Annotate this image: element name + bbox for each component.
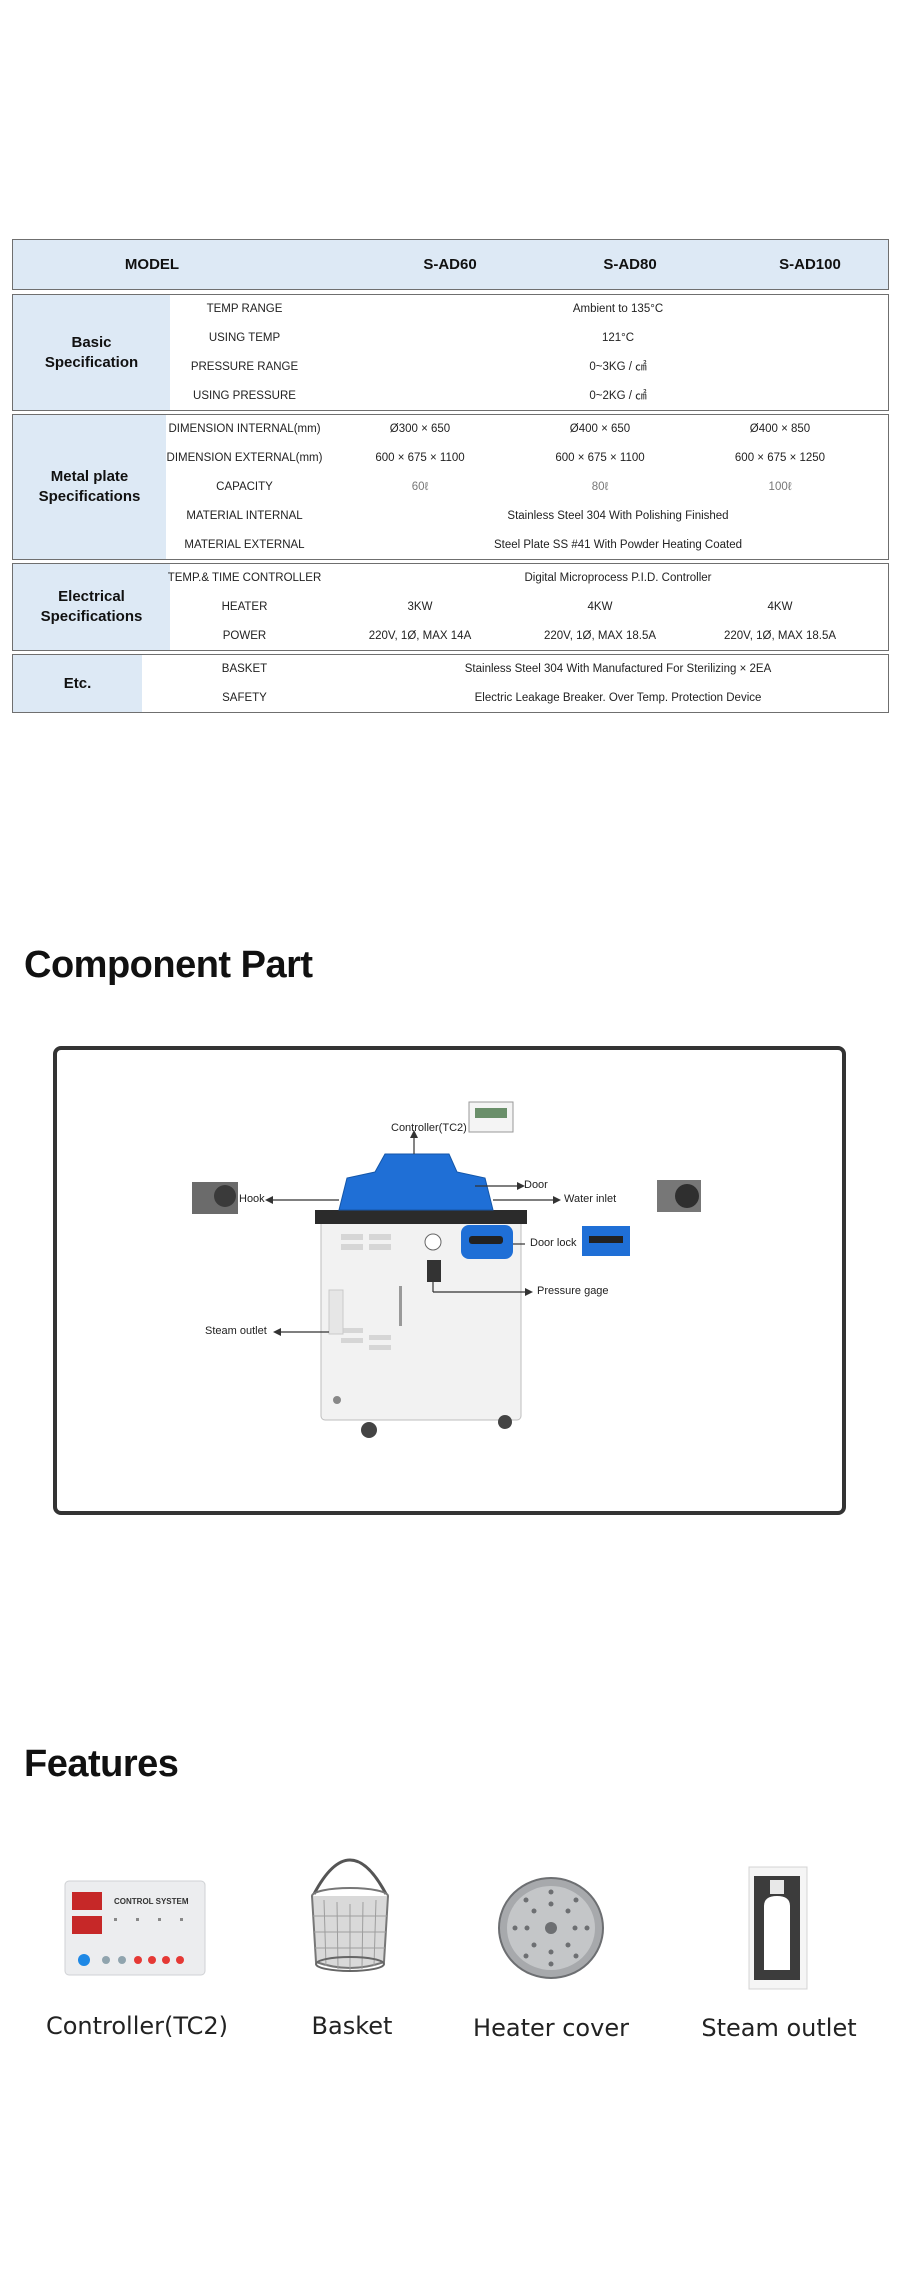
spec-row-value: 0~2KG / ㎠ xyxy=(589,390,647,402)
spec-row-value: Digital Microprocess P.I.D. Controller xyxy=(524,572,712,584)
spec-row-value: Ambient to 135°C xyxy=(572,303,664,315)
model-s-ad60: S-AD60 xyxy=(423,256,477,273)
spec-row-label: USING TEMP xyxy=(208,332,281,344)
spec-row-label: POWER xyxy=(222,630,267,642)
model-s-ad100: S-AD100 xyxy=(779,256,841,273)
spec-row: DIMENSION EXTERNAL(mm) 600 × 675 × 1100 … xyxy=(142,444,888,473)
feature-label-basket: Basket xyxy=(311,2012,393,2040)
spec-value-s-ad60: Ø300 × 650 xyxy=(389,423,451,435)
feature-label-heater-cover: Heater cover xyxy=(473,2014,629,2042)
spec-category: Etc. xyxy=(13,655,142,712)
spec-value-s-ad80: Ø400 × 650 xyxy=(569,423,631,435)
spec-row-value: 0~3KG / ㎠ xyxy=(589,361,647,373)
spec-value-s-ad100: 100ℓ xyxy=(768,481,792,493)
spec-table-header: MODEL S-AD60 S-AD80 S-AD100 xyxy=(12,239,889,290)
autoclave-illustration xyxy=(192,1101,701,1438)
component-part-heading: Component Part xyxy=(24,944,313,986)
callout-steam-outlet: Steam outlet xyxy=(205,1325,267,1337)
callout-door-lock: Door lock xyxy=(530,1237,577,1249)
spec-row-value: Stainless Steel 304 With Polishing Finis… xyxy=(507,510,729,522)
spec-row: POWER 220V, 1Ø, MAX 14A 220V, 1Ø, MAX 18… xyxy=(142,622,888,651)
callout-controller: Controller(TC2) xyxy=(391,1122,467,1134)
spec-row: MATERIAL INTERNAL Stainless Steel 304 Wi… xyxy=(142,502,888,531)
spec-value-s-ad100: 600 × 675 × 1250 xyxy=(734,452,826,464)
spec-group-electrical: Electrical Specifications TEMP.& TIME CO… xyxy=(12,563,889,651)
spec-row-label: BASKET xyxy=(221,663,268,675)
spec-row-label: SAFETY xyxy=(222,692,267,704)
perforated-disc-icon xyxy=(498,1877,604,1979)
spec-value-s-ad80: 220V, 1Ø, MAX 18.5A xyxy=(543,630,657,642)
spec-value-s-ad100: 4KW xyxy=(767,601,793,613)
spec-category: Electrical Specifications xyxy=(13,564,170,650)
wire-basket-icon xyxy=(311,1858,389,1972)
control-system-text: CONTROL SYSTEM xyxy=(114,1897,189,1906)
spec-row-label: DIMENSION INTERNAL(mm) xyxy=(168,423,321,435)
spec-row-value: Electric Leakage Breaker. Over Temp. Pro… xyxy=(474,692,762,704)
spec-value-s-ad100: Ø400 × 850 xyxy=(749,423,811,435)
spec-row: CAPACITY 60ℓ 80ℓ 100ℓ xyxy=(142,473,888,502)
spec-row: PRESSURE RANGE 0~3KG / ㎠ xyxy=(142,353,888,382)
spec-row-label: HEATER xyxy=(221,601,268,613)
spec-row-label: TEMP RANGE xyxy=(206,303,283,315)
callout-pressure-gage: Pressure gage xyxy=(537,1285,609,1297)
spec-row-label: TEMP.& TIME CONTROLLER xyxy=(167,572,322,584)
spec-value-s-ad80: 80ℓ xyxy=(591,481,609,493)
spec-group-etc: Etc. BASKET Stainless Steel 304 With Man… xyxy=(12,654,889,713)
model-label: MODEL xyxy=(124,256,180,273)
spec-row: SAFETY Electric Leakage Breaker. Over Te… xyxy=(142,684,888,713)
component-diagram: Controller(TC2) Door Hook Water inlet Do… xyxy=(53,1046,846,1515)
features-heading: Features xyxy=(24,1743,179,1785)
spec-row: TEMP.& TIME CONTROLLER Digital Microproc… xyxy=(142,564,888,593)
controller-panel-icon: CONTROL SYSTEM xyxy=(64,1880,206,1976)
spec-row-value: Steel Plate SS #41 With Powder Heating C… xyxy=(493,539,743,551)
spec-value-s-ad60: 60ℓ xyxy=(411,481,429,493)
feature-label-controller: Controller(TC2) xyxy=(45,2012,229,2040)
spec-row-label: MATERIAL INTERNAL xyxy=(186,510,303,522)
spec-row: USING PRESSURE 0~2KG / ㎠ xyxy=(142,382,888,411)
steam-outlet-icon xyxy=(748,1866,808,1990)
spec-value-s-ad100: 220V, 1Ø, MAX 18.5A xyxy=(723,630,837,642)
callout-hook: Hook xyxy=(239,1193,265,1205)
spec-value-s-ad60: 600 × 675 × 1100 xyxy=(375,452,465,464)
spec-group-basic: Basic Specification TEMP RANGE Ambient t… xyxy=(12,294,889,411)
spec-value-s-ad60: 220V, 1Ø, MAX 14A xyxy=(368,630,472,642)
spec-row-label: DIMENSION EXTERNAL(mm) xyxy=(166,452,323,464)
spec-row: MATERIAL EXTERNAL Steel Plate SS #41 Wit… xyxy=(142,531,888,560)
spec-row-label: MATERIAL EXTERNAL xyxy=(184,539,305,551)
feature-label-steam-outlet: Steam outlet xyxy=(701,2014,857,2042)
callout-water-inlet: Water inlet xyxy=(564,1193,617,1205)
spec-row: DIMENSION INTERNAL(mm) Ø300 × 650 Ø400 ×… xyxy=(142,415,888,444)
spec-row: USING TEMP 121°C xyxy=(142,324,888,353)
spec-row: HEATER 3KW 4KW 4KW xyxy=(142,593,888,622)
spec-category: Basic Specification xyxy=(13,295,170,410)
spec-value-s-ad60: 3KW xyxy=(407,601,433,613)
spec-value-s-ad80: 600 × 675 × 1100 xyxy=(555,452,645,464)
spec-row-value: Stainless Steel 304 With Manufactured Fo… xyxy=(464,663,772,675)
spec-row: BASKET Stainless Steel 304 With Manufact… xyxy=(142,655,888,684)
spec-row-label: USING PRESSURE xyxy=(193,390,296,402)
spec-row-label: CAPACITY xyxy=(216,481,273,493)
spec-row: TEMP RANGE Ambient to 135°C xyxy=(142,295,888,324)
spec-category: Metal plate Specifications xyxy=(13,415,166,559)
spec-row-value: 121°C xyxy=(601,332,635,344)
spec-value-s-ad80: 4KW xyxy=(587,601,613,613)
callout-door: Door xyxy=(524,1179,548,1191)
spec-group-metal-plate: Metal plate Specifications DIMENSION INT… xyxy=(12,414,889,560)
spec-row-label: PRESSURE RANGE xyxy=(190,361,299,373)
model-s-ad80: S-AD80 xyxy=(603,256,657,273)
